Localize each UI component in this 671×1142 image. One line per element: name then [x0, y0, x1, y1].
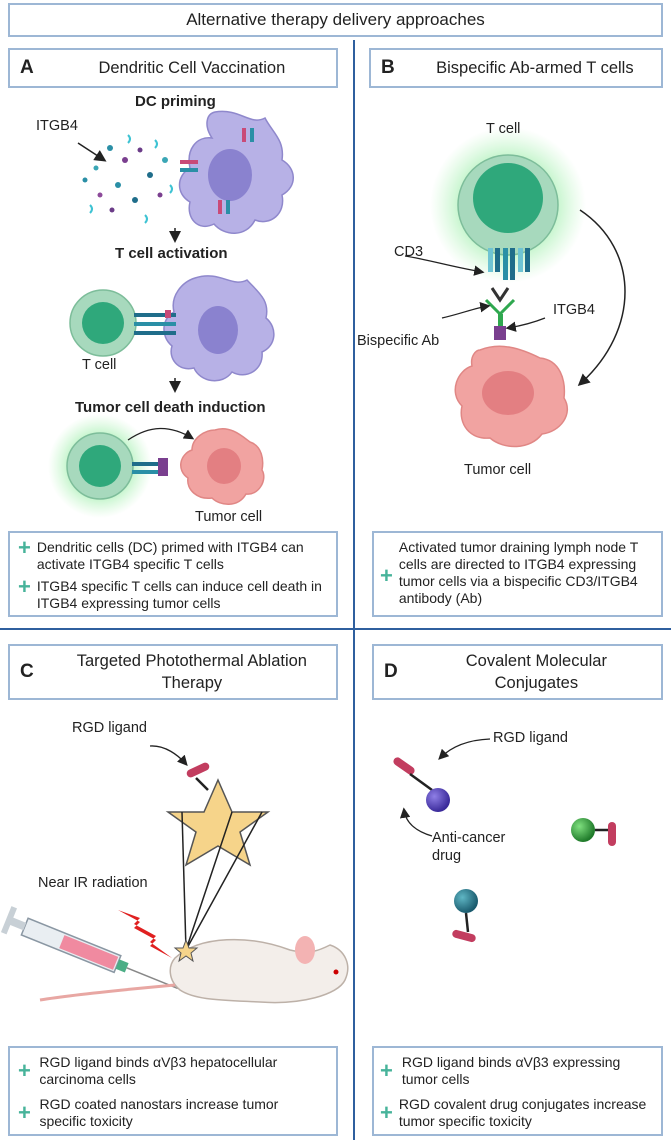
itgb4-antigen-particles — [82, 134, 173, 224]
panel-b-heading: Bispecific Ab-armed T cells — [436, 59, 634, 77]
figure-title: Alternative therapy delivery approaches — [186, 10, 485, 29]
bispecific-panel-graphics — [404, 127, 626, 448]
itgb4-label-b: ITGB4 — [553, 302, 595, 318]
figure-title-box: Alternative therapy delivery approaches — [8, 3, 663, 37]
photothermal-panel-graphics — [0, 745, 349, 1004]
t-cell-activation-label: T cell activation — [115, 245, 228, 262]
rgd-ligand-label-c: RGD ligand — [72, 720, 147, 736]
panel-d-heading: Covalent Molecular Conjugates — [465, 652, 607, 692]
anti-cancer-drug-label: Anti-cancer drug — [432, 830, 506, 864]
panel-a-heading: Dendritic Cell Vaccination — [98, 59, 286, 77]
panel-d-header: D Covalent Molecular Conjugates — [372, 644, 663, 700]
cd3-label: CD3 — [394, 244, 424, 260]
panel-b-note-1: + Activated tumor draining lymph node T … — [380, 539, 639, 606]
plus-icon: + — [18, 535, 31, 560]
panel-b-letter: B — [381, 57, 395, 78]
vertical-divider — [353, 40, 355, 1140]
panel-a-note-1: + Dendritic cells (DC) primed with ITGB4… — [18, 535, 304, 573]
dendritic-cell-1 — [178, 110, 294, 234]
panel-b-notes: + Activated tumor draining lymph node T … — [372, 531, 663, 617]
panel-c-heading: Targeted Photothermal Ablation Therapy — [76, 652, 307, 692]
panel-c-letter: C — [20, 661, 34, 682]
plus-icon: + — [380, 1058, 393, 1083]
tumor-death-group — [48, 414, 265, 518]
panel-d-notes: + RGD ligand binds αVβ3 expressing tumor… — [372, 1046, 663, 1136]
panel-c-notes: + RGD ligand binds αVβ3 hepatocellular c… — [8, 1046, 338, 1136]
t-cell-label-a: T cell — [82, 357, 117, 373]
panel-c-header: C Targeted Photothermal Ablation Therapy — [8, 644, 338, 700]
plus-icon: + — [380, 1100, 393, 1125]
horizontal-divider — [0, 628, 671, 630]
panel-a-note-2: + ITGB4 specific T cells can induce cell… — [18, 574, 322, 612]
plus-icon: + — [18, 574, 31, 599]
panel-a-notes: + Dendritic cells (DC) primed with ITGB4… — [8, 531, 338, 617]
t-cell-activation-group — [69, 275, 275, 382]
plus-icon: + — [18, 1058, 31, 1083]
panel-b-header: B Bispecific Ab-armed T cells — [369, 48, 663, 88]
panel-d-note-1: + RGD ligand binds αVβ3 expressing tumor… — [380, 1054, 621, 1087]
panel-d-note-2: + RGD covalent drug conjugates increase … — [380, 1096, 647, 1129]
plus-icon: + — [380, 563, 393, 588]
tumor-cell-label-b: Tumor cell — [464, 462, 532, 478]
plus-icon: + — [18, 1100, 31, 1125]
panel-c-note-1: + RGD ligand binds αVβ3 hepatocellular c… — [18, 1054, 278, 1087]
t-cell-label-b: T cell — [486, 121, 521, 137]
tumor-cell-label-a: Tumor cell — [195, 509, 263, 525]
bispecific-ab-label: Bispecific Ab — [357, 333, 440, 349]
panel-d-letter: D — [384, 661, 398, 682]
rgd-ligand-label-d: RGD ligand — [493, 730, 568, 746]
panel-c-note-2: + RGD coated nanostars increase tumor sp… — [18, 1096, 279, 1129]
itgb4-label-a: ITGB4 — [36, 118, 78, 134]
tumor-death-label: Tumor cell death induction — [75, 399, 266, 416]
panel-a-letter: A — [20, 57, 34, 78]
dc-priming-label: DC priming — [135, 93, 216, 110]
panel-a-header: A Dendritic Cell Vaccination — [8, 48, 338, 88]
conjugates-panel-graphics — [393, 738, 616, 943]
near-ir-label: Near IR radiation — [38, 875, 148, 891]
